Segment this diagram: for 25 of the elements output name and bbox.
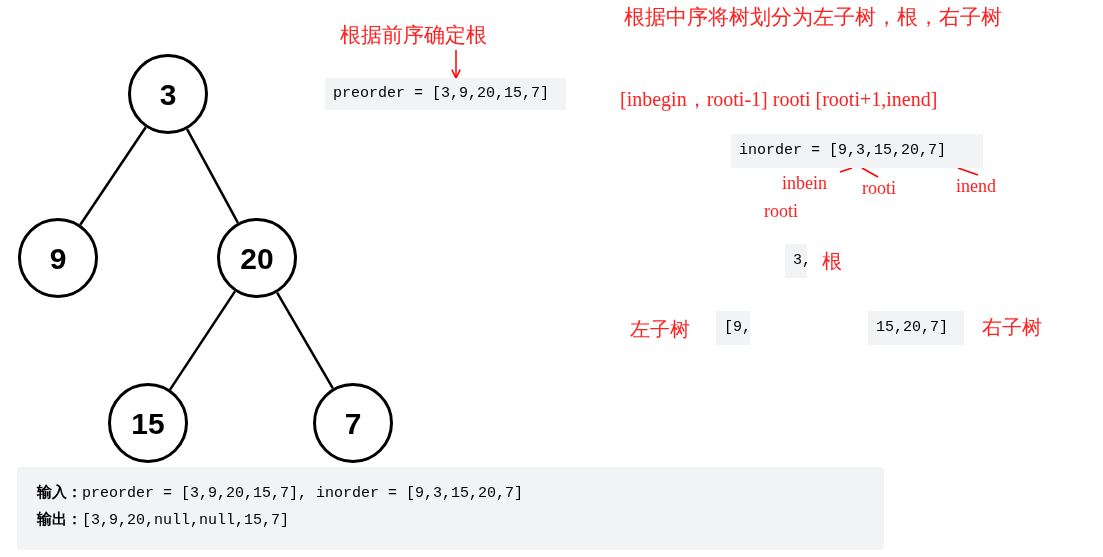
annotation-text: 根据前序确定根 [340, 20, 530, 50]
tree-edge [79, 126, 147, 226]
code-line: 输入：preorder = [3,9,20,15,7], inorder = [9,3,15,20,7] [37, 483, 525, 504]
annotation: 根 [822, 248, 842, 275]
code-snippet: [9, [716, 311, 750, 345]
tree-edge [169, 290, 236, 391]
arrow [451, 49, 461, 79]
leader-line [861, 167, 879, 178]
tree-edge [186, 128, 239, 224]
code-snippet: 15,20,7] [868, 311, 964, 345]
annotation-heading: 根据中序将树划分为左子树，根，右子树 [624, 4, 1002, 31]
code-line: 输出：[3,9,20,null,null,15,7] [37, 510, 291, 531]
annotation: 左子树 [630, 316, 690, 343]
leader-line [957, 167, 979, 176]
index-label: inend [956, 175, 1022, 197]
code-snippet: preorder = [3,9,20,15,7] [325, 78, 566, 110]
leader-line [839, 167, 853, 173]
range-formula: [inbegin，rooti-1] rooti [rooti+1,inend] [620, 87, 938, 113]
tree-edge [276, 291, 334, 390]
code-snippet: 3, [785, 244, 807, 278]
index-label: rooti [862, 177, 928, 199]
index-label: rooti [764, 200, 798, 223]
index-label: inbein [782, 172, 858, 194]
annotation: 右子树 [982, 314, 1042, 341]
code-snippet: inorder = [9,3,15,20,7] [731, 134, 983, 168]
